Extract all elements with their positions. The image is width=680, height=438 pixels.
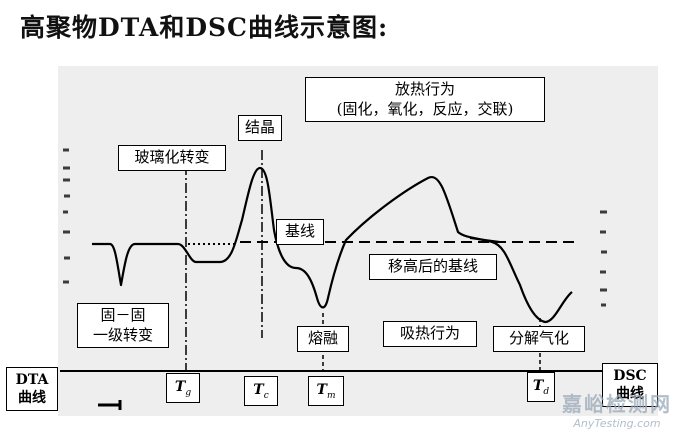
dsc-curve-caption: DSC 曲线 — [602, 363, 658, 408]
thermal-curve — [92, 166, 573, 324]
glass-transition-label: 玻璃化转变 — [118, 145, 226, 171]
melting-label: 熔融 — [297, 326, 349, 352]
watermark: 嘉峪检测网 AnyTesting.com — [562, 392, 672, 430]
tg-label: Tg — [166, 373, 200, 403]
solid-solid-transition-label: 固－固 一级转变 — [77, 303, 169, 348]
tc-label: Tc — [244, 376, 278, 406]
right-axis-noise — [600, 210, 607, 307]
page-title: 高聚物DTA和DSC曲线示意图: — [20, 13, 389, 42]
shifted-baseline-label: 移高后的基线 — [369, 254, 497, 280]
left-axis-noise — [63, 148, 70, 284]
crystallization-label: 结晶 — [238, 115, 282, 141]
td-label: Td — [527, 372, 555, 402]
decomposition-label: 分解气化 — [493, 326, 585, 352]
diagram-panel — [58, 66, 658, 416]
exotherm-label: 放热行为 (固化，氧化，反应，交联) — [305, 77, 545, 122]
endotherm-label: 吸热行为 — [383, 321, 477, 347]
tm-label: Tm — [308, 376, 344, 406]
dta-curve-caption: DTA 曲线 — [6, 367, 58, 412]
baseline-label: 基线 — [276, 219, 324, 245]
